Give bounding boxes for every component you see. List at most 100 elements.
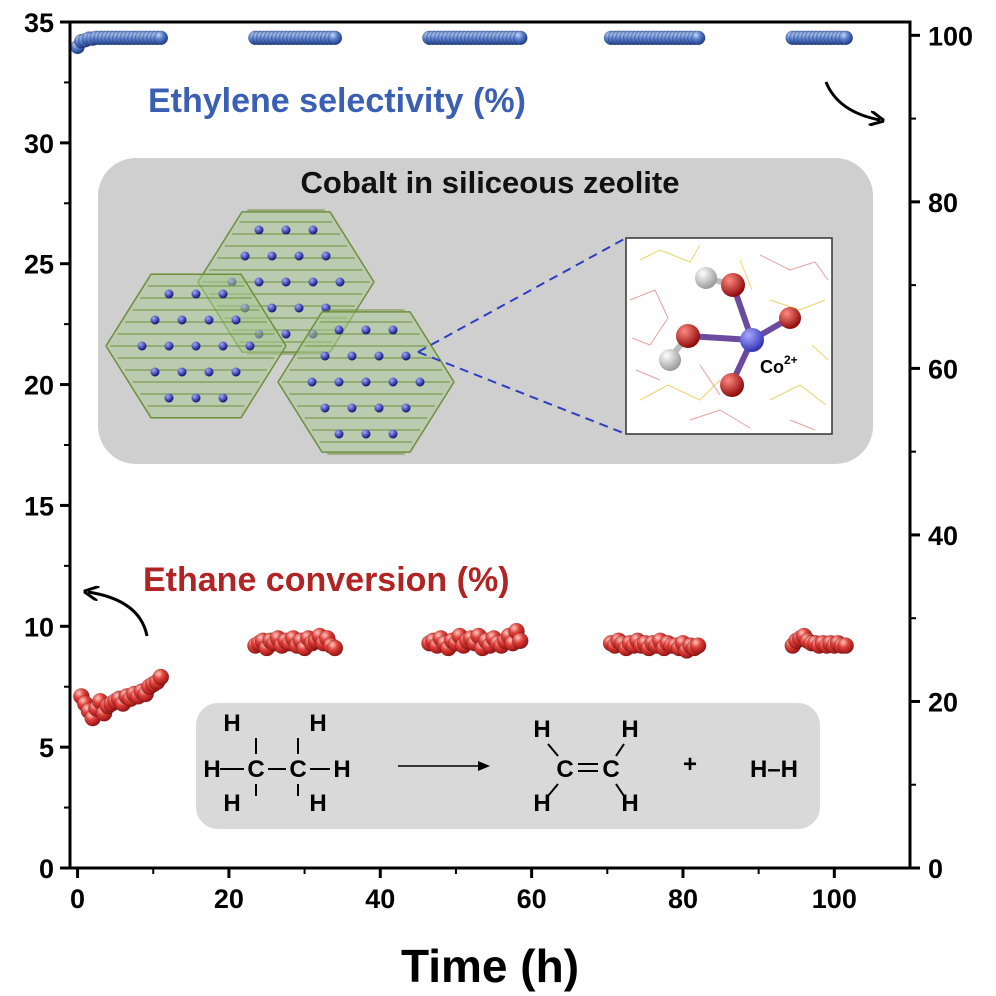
cobalt-dot [218,393,228,403]
atom-h: H [621,716,638,743]
atom-h: H [621,790,638,817]
cobalt-dot [164,341,174,351]
cobalt-dot [308,277,318,287]
y-left-tick-label: 15 [24,491,54,521]
cobalt-dot [334,429,344,439]
cobalt-dot [307,377,317,387]
zeolite-inset: Cobalt in siliceous zeolite [98,158,873,464]
atom-c: C [289,756,306,783]
atom-h: H [223,790,240,817]
atom-c: C [556,756,573,783]
data-point [511,632,529,650]
reaction-inset-panel [196,703,820,829]
cobalt-site-structure: Co2+ [625,237,833,435]
atom-h: H [309,710,326,737]
cobalt-dot [401,403,411,413]
data-point [152,668,170,686]
plus-sign: + [683,751,697,778]
y-left-tick-label: 30 [24,129,54,159]
atom-h: H [223,710,240,737]
left-axis-arrow [88,592,149,637]
oxygen-atom [721,273,745,297]
cobalt-dot [320,403,330,413]
x-tick-label: 60 [517,884,547,914]
x-tick-label: 40 [365,884,395,914]
y-right-tick-label: 80 [928,188,958,218]
hydrogen-atom [659,349,681,371]
cobalt-dot [401,351,411,361]
cobalt-dot [281,329,291,339]
cobalt-dot [231,367,241,377]
cobalt-dot [218,341,228,351]
cobalt-dot [388,325,398,335]
cobalt-dot [361,429,371,439]
oxygen-atom [720,373,744,397]
cobalt-dot [254,277,264,287]
framework-lines [629,244,829,431]
cobalt-dot [388,377,398,387]
zoom-line-lower [417,351,627,435]
cobalt-ion-label: Co2+ [760,353,798,377]
x-tick-label: 20 [214,884,244,914]
atom-c: C [247,756,264,783]
cobalt-dot [231,315,241,325]
selectivity-series [70,30,853,55]
x-axis-title: Time (h) [401,940,579,992]
cobalt-dot [334,377,344,387]
selectivity-series-label: Ethylene selectivity (%) [148,82,526,120]
cobalt-dot [240,251,250,261]
cobalt-dot [204,315,214,325]
y-left-tick-label: 20 [24,371,54,401]
data-point [837,637,854,654]
hydrogen-molecule: H–H [750,756,798,783]
atom-h: H [533,716,550,743]
inset-title: Cobalt in siliceous zeolite [301,165,680,200]
cobalt-dot [177,315,187,325]
cobalt-dot [245,341,255,351]
cobalt-dot [388,429,398,439]
cobalt-dot [374,351,384,361]
cobalt-dot [150,315,160,325]
cobalt-dot [361,325,371,335]
data-point [327,30,343,46]
right-axis-arrow [824,81,880,120]
cobalt-dot [164,289,174,299]
cobalt-dot [347,351,357,361]
y-left-tick-label: 0 [39,854,54,884]
cobalt-dot [204,367,214,377]
cobalt-dot [334,325,344,335]
zeolite-crystal-illustration [105,209,455,455]
cobalt-dot [150,367,160,377]
x-tick-label: 80 [668,884,698,914]
cobalt-dot [191,393,201,403]
cobalt-atom [740,328,764,352]
y-right-tick-label: 40 [928,521,958,551]
ethylene-structure: H H C C H H [533,716,638,817]
atom-c: C [602,756,619,783]
cobalt-dot [191,289,201,299]
y-right-tick-label: 0 [928,854,943,884]
cobalt-dot [281,277,291,287]
cobalt-dot [374,403,384,413]
y-left-tick-label: 25 [24,250,54,280]
cobalt-dot [281,225,291,235]
cobalt-dot [308,225,318,235]
cobalt-dot [254,225,264,235]
atom-h: H [533,790,550,817]
data-series-layer [70,30,854,727]
cobalt-dot [294,303,304,313]
y-right-tick-label: 100 [928,21,973,51]
conversion-series-label: Ethane conversion (%) [143,561,510,599]
cobalt-dot [267,251,277,261]
cobalt-dot [361,377,371,387]
atom-h: H [203,756,220,783]
y-right-tick-label: 20 [928,687,958,717]
zoom-line-upper [417,237,627,353]
data-point [689,637,707,654]
y-left-tick-label: 35 [24,8,54,38]
reaction-inset: H H H C C H H H H H C C [196,703,820,829]
y-right-tick-label: 60 [928,354,958,384]
cobalt-dot [191,341,201,351]
x-tick-label: 0 [70,884,85,914]
cobalt-dot [321,251,331,261]
